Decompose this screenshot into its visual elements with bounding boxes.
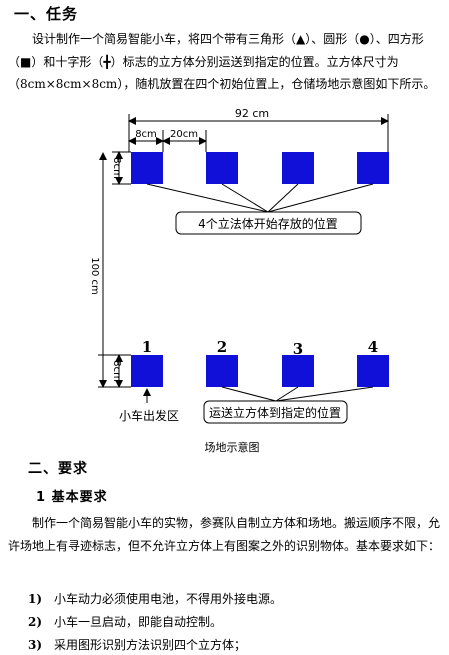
top-cube-2 [206,152,238,184]
section1-heading: 一、任务 [14,5,79,23]
dim-top-cube-height-label: 8cm [111,157,122,179]
position-number-1: 1 [142,338,152,356]
list-item-number: 1) [28,592,43,606]
bottom-pointer-3 [275,386,299,402]
list-item: 3) 采用图形识别方法识别四个立方体； [28,636,246,653]
list-item-text: 采用图形识别方法识别四个立方体； [54,638,247,652]
top-cube-1 [131,152,163,184]
start-zone-label: 小车出发区 [119,408,179,423]
dim-height-label: 100 cm [89,257,100,295]
top-pointer-2 [221,183,269,213]
top-cube-3 [282,152,314,184]
top-pointer-4 [267,183,374,213]
basic-requirements-heading: 1 基本要求 [36,490,108,505]
requirements-paragraph: 制作一个简易智能小车的实物，参赛队自制立方体和场地。搬运顺序不限，允许场地上有寻… [8,516,441,553]
top-callout-box [175,211,362,235]
bottom-cube-1 [131,355,163,387]
bottom-callout-text: 运送立方体到指定的位置 [209,405,341,420]
list-item-number: 2) [28,615,43,629]
field-diagram: 92 cm 8cm 20cm 8cm 100 cm 4个立法体开始存放的位置 1… [89,107,389,454]
dim-cube-width-label: 8cm [135,129,157,140]
dim-total-label: 92 cm [235,107,269,120]
list-item-number: 3) [28,638,43,652]
position-number-2: 2 [217,338,227,356]
task-paragraph: 设计制作一个简易智能小车，将四个带有三角形（▲）、圆形（●）、四方形（■）和十字… [8,32,436,91]
bottom-callout-box [203,400,348,424]
top-callout-text: 4个立法体开始存放的位置 [198,216,338,231]
bottom-cube-2 [206,355,238,387]
position-number-4: 4 [368,338,378,356]
list-item: 1) 小车动力必须使用电池，不得用外接电源。 [28,590,282,607]
dim-bottom-cube-height-label: 8cm [111,360,122,382]
bottom-cube-3 [282,355,314,387]
top-pointer-3 [267,183,299,213]
top-pointer-1 [146,183,269,213]
section2-heading: 二、要求 [28,461,88,477]
diagram-caption: 场地示意图 [205,440,260,454]
top-cube-4 [357,152,389,184]
bottom-pointer-2 [221,386,277,402]
position-number-3: 3 [293,340,303,358]
list-item-text: 小车动力必须使用电池，不得用外接电源。 [54,592,283,606]
bottom-cube-4 [357,355,389,387]
bottom-pointer-4 [275,386,374,402]
dim-gap-label: 20cm [170,129,198,140]
list-item: 2) 小车一旦启动，即能自动控制。 [28,613,222,630]
list-item-text: 小车一旦启动，即能自动控制。 [54,615,223,629]
